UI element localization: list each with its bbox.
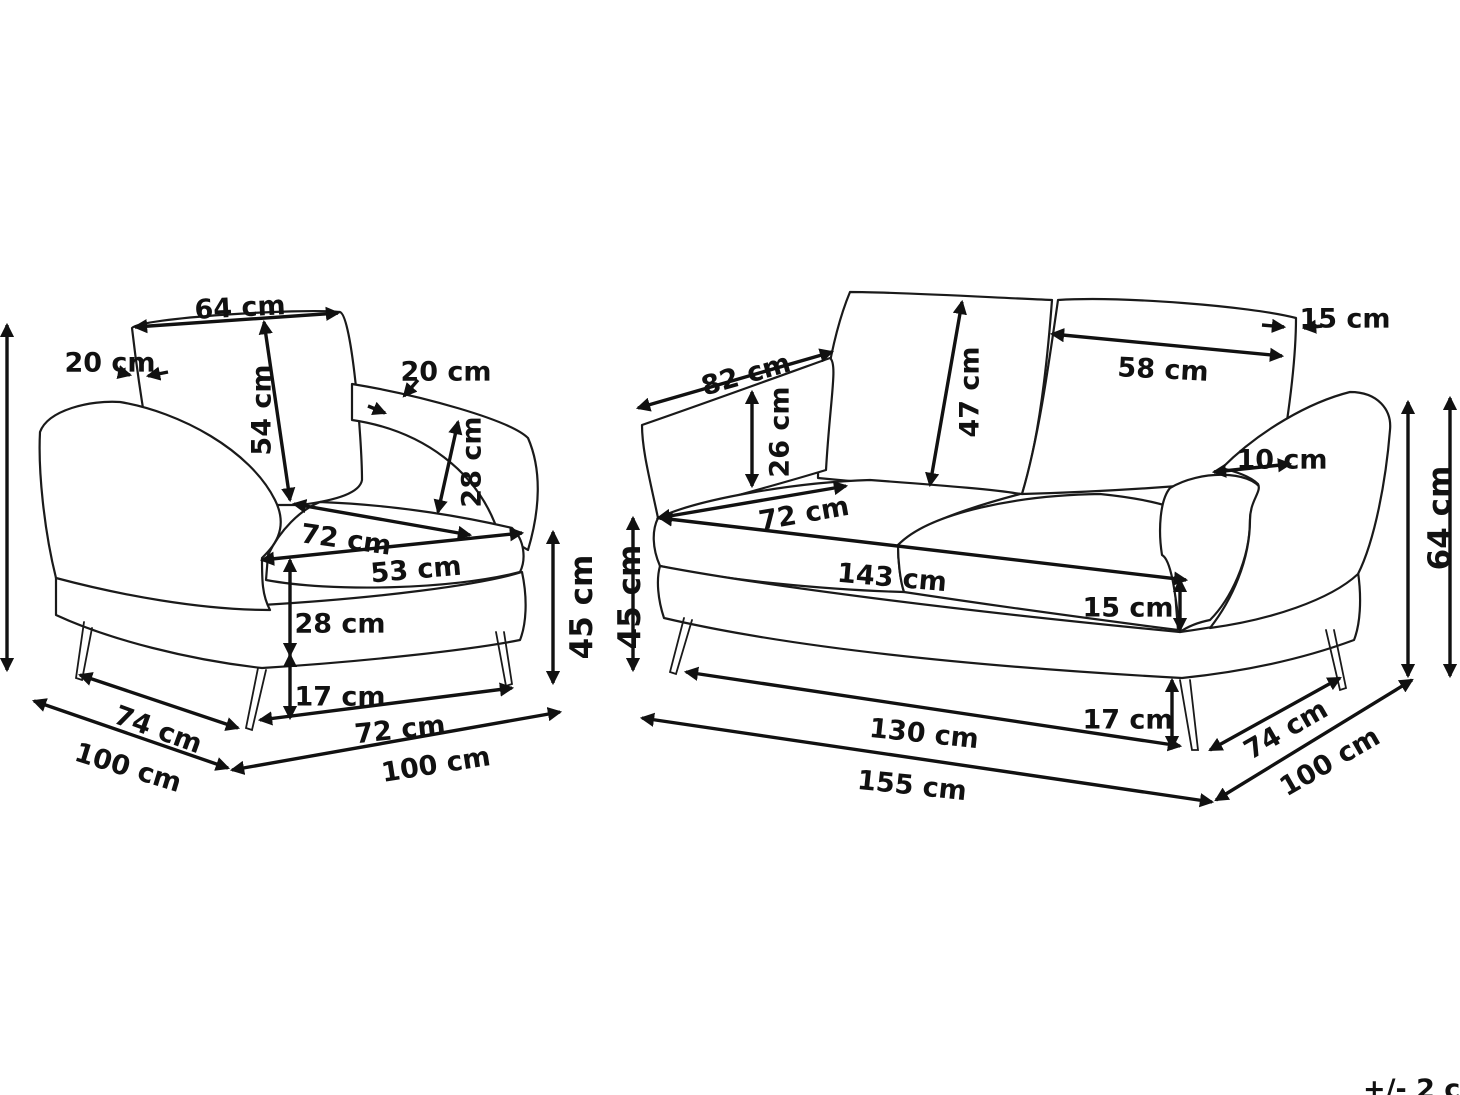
armchair-dim-back-thickness-b xyxy=(145,366,169,381)
armchair-dim-arm-height xyxy=(433,419,463,515)
armchair-label-total-width: 100 cm xyxy=(379,741,492,789)
sofa-dim-side-length xyxy=(635,348,835,412)
armchair-dim-seat-width xyxy=(259,527,525,566)
armchair-dim-total-width xyxy=(229,707,563,775)
armchair-dim-total-depth xyxy=(31,698,231,771)
sofa-dim-back-height xyxy=(925,299,967,488)
armchair-label-seat-height-inner: 28 cm xyxy=(294,609,385,640)
sofa-label-cushion-width: 58 cm xyxy=(1117,352,1210,388)
armchair-label-back-height: 54 cm xyxy=(247,364,278,455)
sofa-dim-arm-thickness xyxy=(1211,458,1293,478)
sofa-label-total-height: 64 cm xyxy=(1422,466,1458,571)
armchair-label-back-thickness: 20 cm xyxy=(64,348,155,379)
sofa-dim-back-thickness xyxy=(1261,318,1287,334)
sofa-dim-back-thickness-b xyxy=(1301,319,1323,334)
sofa-label-back-thickness: 15 cm xyxy=(1299,304,1390,335)
sofa-dim-seat-width xyxy=(657,512,1189,586)
sofa-base xyxy=(656,564,1362,680)
armchair-label-leg-height: 17 cm xyxy=(294,682,385,713)
sofa-dim-total-width xyxy=(639,712,1215,808)
sofa-label-arm-thickness: 10 cm xyxy=(1236,445,1327,476)
sofa-leg-front-right xyxy=(1179,679,1200,751)
sofa-dim-total-depth xyxy=(1214,678,1414,802)
sofa-label-leg-height: 17 cm xyxy=(1082,705,1173,736)
armchair-label-back-width: 64 cm xyxy=(194,290,287,326)
armchair-dim-arm-thickness-b xyxy=(402,378,420,398)
armchair-leg-front-left xyxy=(75,621,93,682)
sofa-label-total-width: 155 cm xyxy=(856,765,969,807)
armchair-dim-back-height xyxy=(258,319,296,503)
armchair-label-inner-width: 72 cm xyxy=(353,710,447,750)
sofa-right-arm-outer xyxy=(1208,390,1392,630)
sofa-label-inner-width: 130 cm xyxy=(868,713,981,755)
sofa-label-arm-height: 26 cm xyxy=(765,386,796,477)
sofa-label-seat-height: 45 cm xyxy=(612,545,648,650)
armchair-label-seat-height: 45 cm xyxy=(564,555,600,660)
armchair-label-arm-height: 28 cm xyxy=(457,416,488,507)
armchair-dim-back-thickness xyxy=(116,365,133,379)
armchair-dim-back-width xyxy=(132,306,341,334)
sofa-label-back-height: 47 cm xyxy=(955,346,986,437)
dimension-lines xyxy=(0,299,1458,808)
sofa-label-cushion-height: 15 cm xyxy=(1082,593,1173,624)
tolerance-note: +/- 2 cm xyxy=(1363,1074,1460,1095)
sofa-dim-cushion-width xyxy=(1049,328,1285,362)
armchair-label-arm-thickness: 20 cm xyxy=(400,357,491,388)
sofa-leg-front-left xyxy=(668,617,693,676)
armchair-dim-arm-thickness xyxy=(367,401,387,415)
